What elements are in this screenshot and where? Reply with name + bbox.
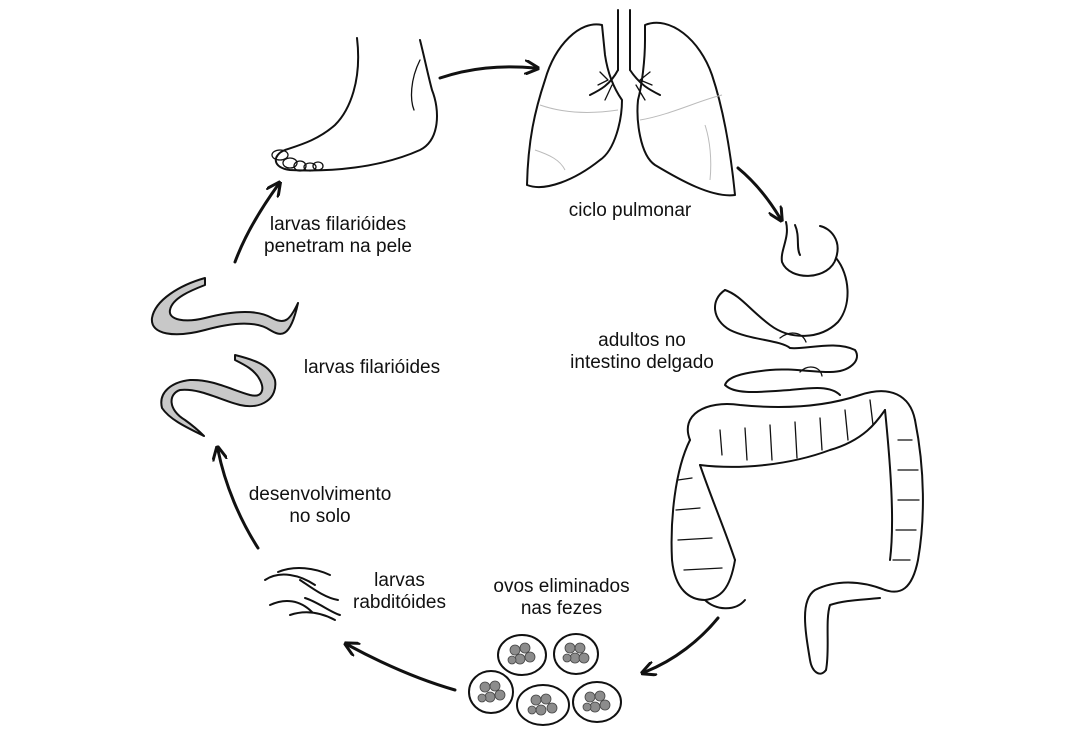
label-line: ovos eliminados	[493, 576, 630, 597]
label-skin-penetration: larvas filarióides penetram na pele	[258, 214, 418, 258]
label-line: larvas filarióides	[303, 357, 441, 378]
filariform-larvae-illustration	[150, 277, 299, 437]
label-rhabditiform-larvae: larvas rabditóides	[342, 570, 457, 614]
label-soil-development: desenvolvimento no solo	[240, 484, 400, 528]
rhabditiform-larvae-illustration	[264, 567, 341, 621]
label-line: rabditóides	[353, 592, 446, 613]
label-line: no solo	[289, 506, 351, 527]
arrow-foot-to-lungs	[438, 67, 535, 80]
egg	[468, 670, 514, 714]
eggs-illustration	[468, 633, 622, 726]
arrow-intestine-to-eggs	[645, 616, 720, 672]
large-intestine-illustration	[670, 390, 924, 675]
label-line: adultos no	[598, 330, 686, 351]
label-adult-worms: adultos no intestino delgado	[557, 330, 727, 374]
label-line: intestino delgado	[570, 352, 714, 373]
arrow-soil-to-filariform	[218, 450, 260, 550]
foot-illustration	[271, 37, 438, 172]
label-filariform-larvae: larvas filarióides	[293, 357, 451, 379]
label-eggs-in-feces: ovos eliminados nas fezes	[484, 576, 639, 620]
label-line: nas fezes	[520, 598, 603, 619]
label-line: desenvolvimento	[248, 484, 392, 505]
arrow-eggs-to-rhabditiform	[348, 645, 457, 692]
lungs-illustration	[526, 9, 736, 197]
arrow-lungs-to-stomach	[736, 166, 780, 218]
egg	[516, 684, 570, 726]
egg	[553, 633, 599, 675]
label-line: larvas	[374, 570, 425, 591]
egg	[572, 681, 622, 723]
label-line: larvas filarióides	[269, 214, 407, 235]
label-line: ciclo pulmonar	[568, 200, 692, 221]
label-line: penetram na pele	[264, 236, 412, 257]
stomach-illustration	[714, 221, 858, 396]
label-lung-cycle: ciclo pulmonar	[560, 200, 700, 222]
egg	[497, 634, 547, 676]
arrow-filariform-to-foot	[233, 185, 278, 264]
